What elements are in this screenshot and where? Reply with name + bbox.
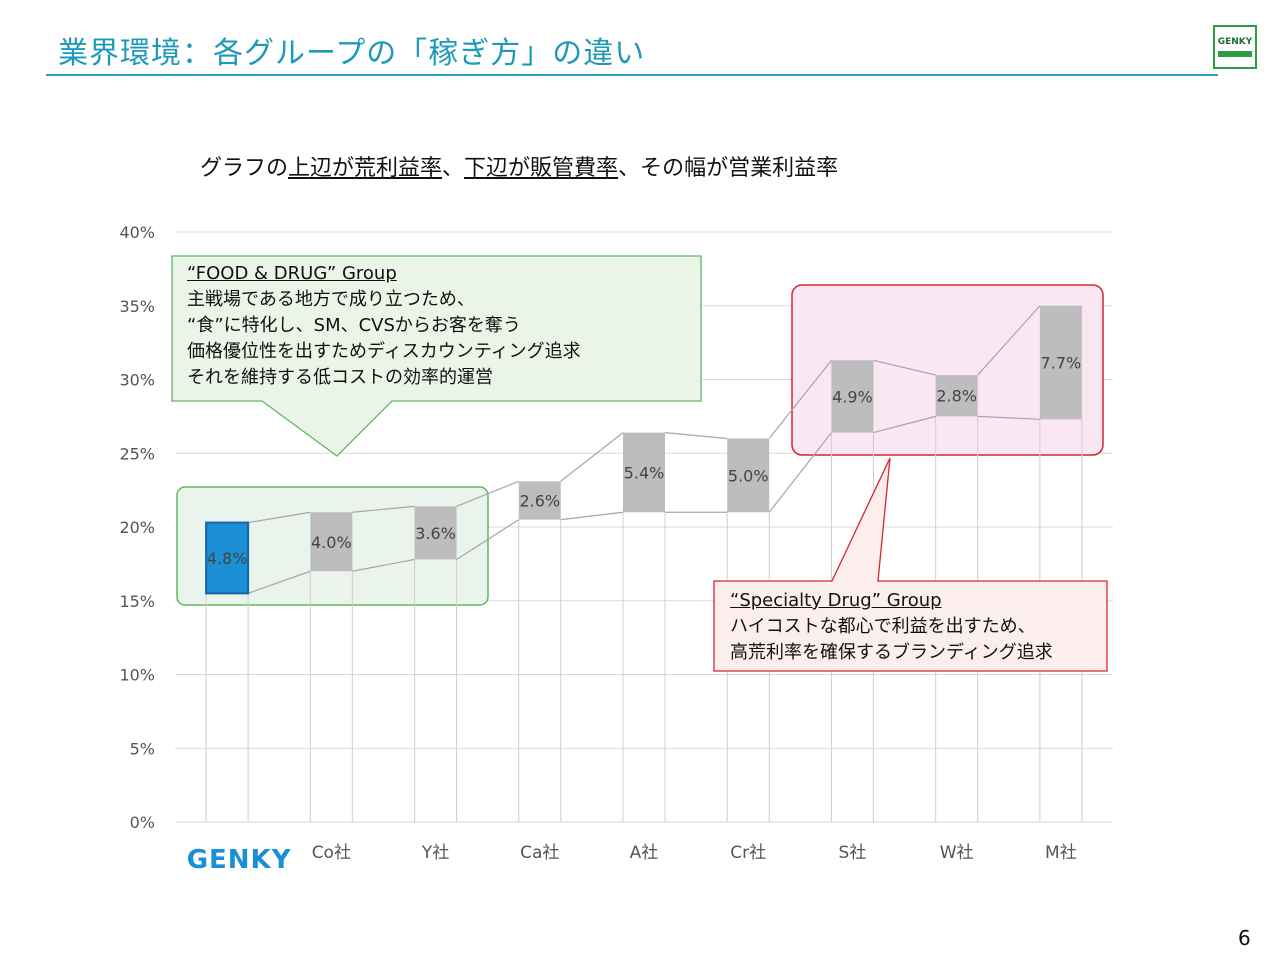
bar [518,481,561,520]
specialty-line: 高荒利率を確保するブランディング追求 [730,642,1053,663]
connector-lines [247,305,1041,594]
data-label: 4.9% [832,387,873,406]
y-tick-label: 35% [119,297,155,316]
bar [727,438,770,513]
food-drug-heading: “FOOD & DRUG” Group [187,263,397,284]
y-tick-label: 15% [119,592,155,611]
logo-bar [1218,51,1252,57]
title-divider [46,74,1218,76]
subtitle-gross-margin: 上辺が荒利益率 [288,156,443,181]
specialty-line: ハイコストな都心で利益を出すため、 [730,616,1036,637]
food-drug-line: “食”に特化し、SM、CVSからお客を奪う [187,315,521,336]
callouts [171,255,1108,672]
data-label: 2.8% [936,387,977,406]
connector-top [977,305,1041,376]
x-tick-label: Cr社 [730,843,766,863]
food-drug-line: それを維持する低コストの効率的運営 [187,367,493,388]
y-tick-label: 20% [119,518,155,537]
data-label: 5.4% [624,463,665,482]
connector-top [560,432,624,482]
connector-bottom [873,415,936,434]
connector-top [352,505,415,513]
y-tick-label: 40% [119,223,155,242]
data-labels: 4.8% 4.0% 3.6% 2.6% 5.4% 5.0% 4.9% 2.8% 7.7% [207,354,1081,568]
subtitle-part-5: 、その幅が営業利益率 [618,156,839,181]
specialty-heading: “Specialty Drug” Group [730,590,942,611]
bar [831,360,874,433]
x-tick-label: GENKY [187,845,292,875]
food-drug-callout-box [171,255,702,457]
connector-top [248,511,311,524]
chart-subtitle: グラフの上辺が荒利益率、下辺が販管費率、その幅が営業利益率 [200,150,838,182]
x-tick-label: Y社 [421,843,449,863]
x-tick-label: M社 [1045,843,1077,863]
connector-top [456,480,520,507]
y-tick-label: 30% [119,371,155,390]
logo-wordmark: GENKY [1217,37,1253,47]
data-label: 5.0% [728,466,769,485]
x-tick-label: Ca社 [520,843,559,863]
data-label: 4.8% [207,549,248,568]
y-tick-label: 10% [119,666,155,685]
bar [1039,305,1082,420]
y-tick-label: 0% [130,813,155,832]
data-label: 4.0% [311,533,352,552]
data-label: 3.6% [415,524,456,543]
genky-logo: GENKY [1213,25,1257,69]
specialty-callout-box [713,457,1108,672]
slide-title: 業界環境：各グループの「稼ぎ方」の違い [58,36,646,71]
connector-bottom [352,558,415,572]
connector-top [873,359,936,376]
y-tick-label: 5% [130,739,155,758]
page-number: 6 [1238,926,1251,950]
bars [205,305,1082,595]
connector-bottom [560,511,624,521]
connector-top [664,432,728,440]
specialty-callout-text: “Specialty Drug” Group ハイコストな都心で利益を出すため、… [730,588,1053,666]
axis-labels: 0% 5% 10% 15% 20% 25% 30% 35% 40% GENKY Co社 Y社 Ca社 A社… [119,223,1076,875]
connector-bottom [977,415,1040,420]
connector-top [768,359,832,439]
x-tick-label: Co社 [312,843,351,863]
bar [623,432,665,513]
food-drug-callout-text: “FOOD & DRUG” Group 主戦場である地方で成り立つため、 “食”… [187,261,581,391]
bar [414,506,457,560]
x-tick-label: S社 [839,843,867,863]
y-tick-label: 25% [119,444,155,463]
bar [205,521,250,595]
food-drug-line: 主戦場である地方で成り立つため、 [187,289,475,310]
subtitle-part-3: 、 [442,156,465,181]
food-drug-line: 価格優位性を出すためディスカウンティング追求 [187,341,581,362]
subtitle-sga: 下辺が販管費率 [464,156,619,181]
data-label: 7.7% [1041,354,1082,373]
connector-bottom [456,519,520,560]
connector-bottom [768,432,832,513]
data-label: 2.6% [519,491,560,510]
bar [935,375,978,417]
x-tick-label: W社 [940,843,974,863]
bar [310,512,353,572]
subtitle-part-1: グラフの [200,156,289,181]
x-tick-label: A社 [630,843,659,863]
connector-bottom [247,570,311,594]
